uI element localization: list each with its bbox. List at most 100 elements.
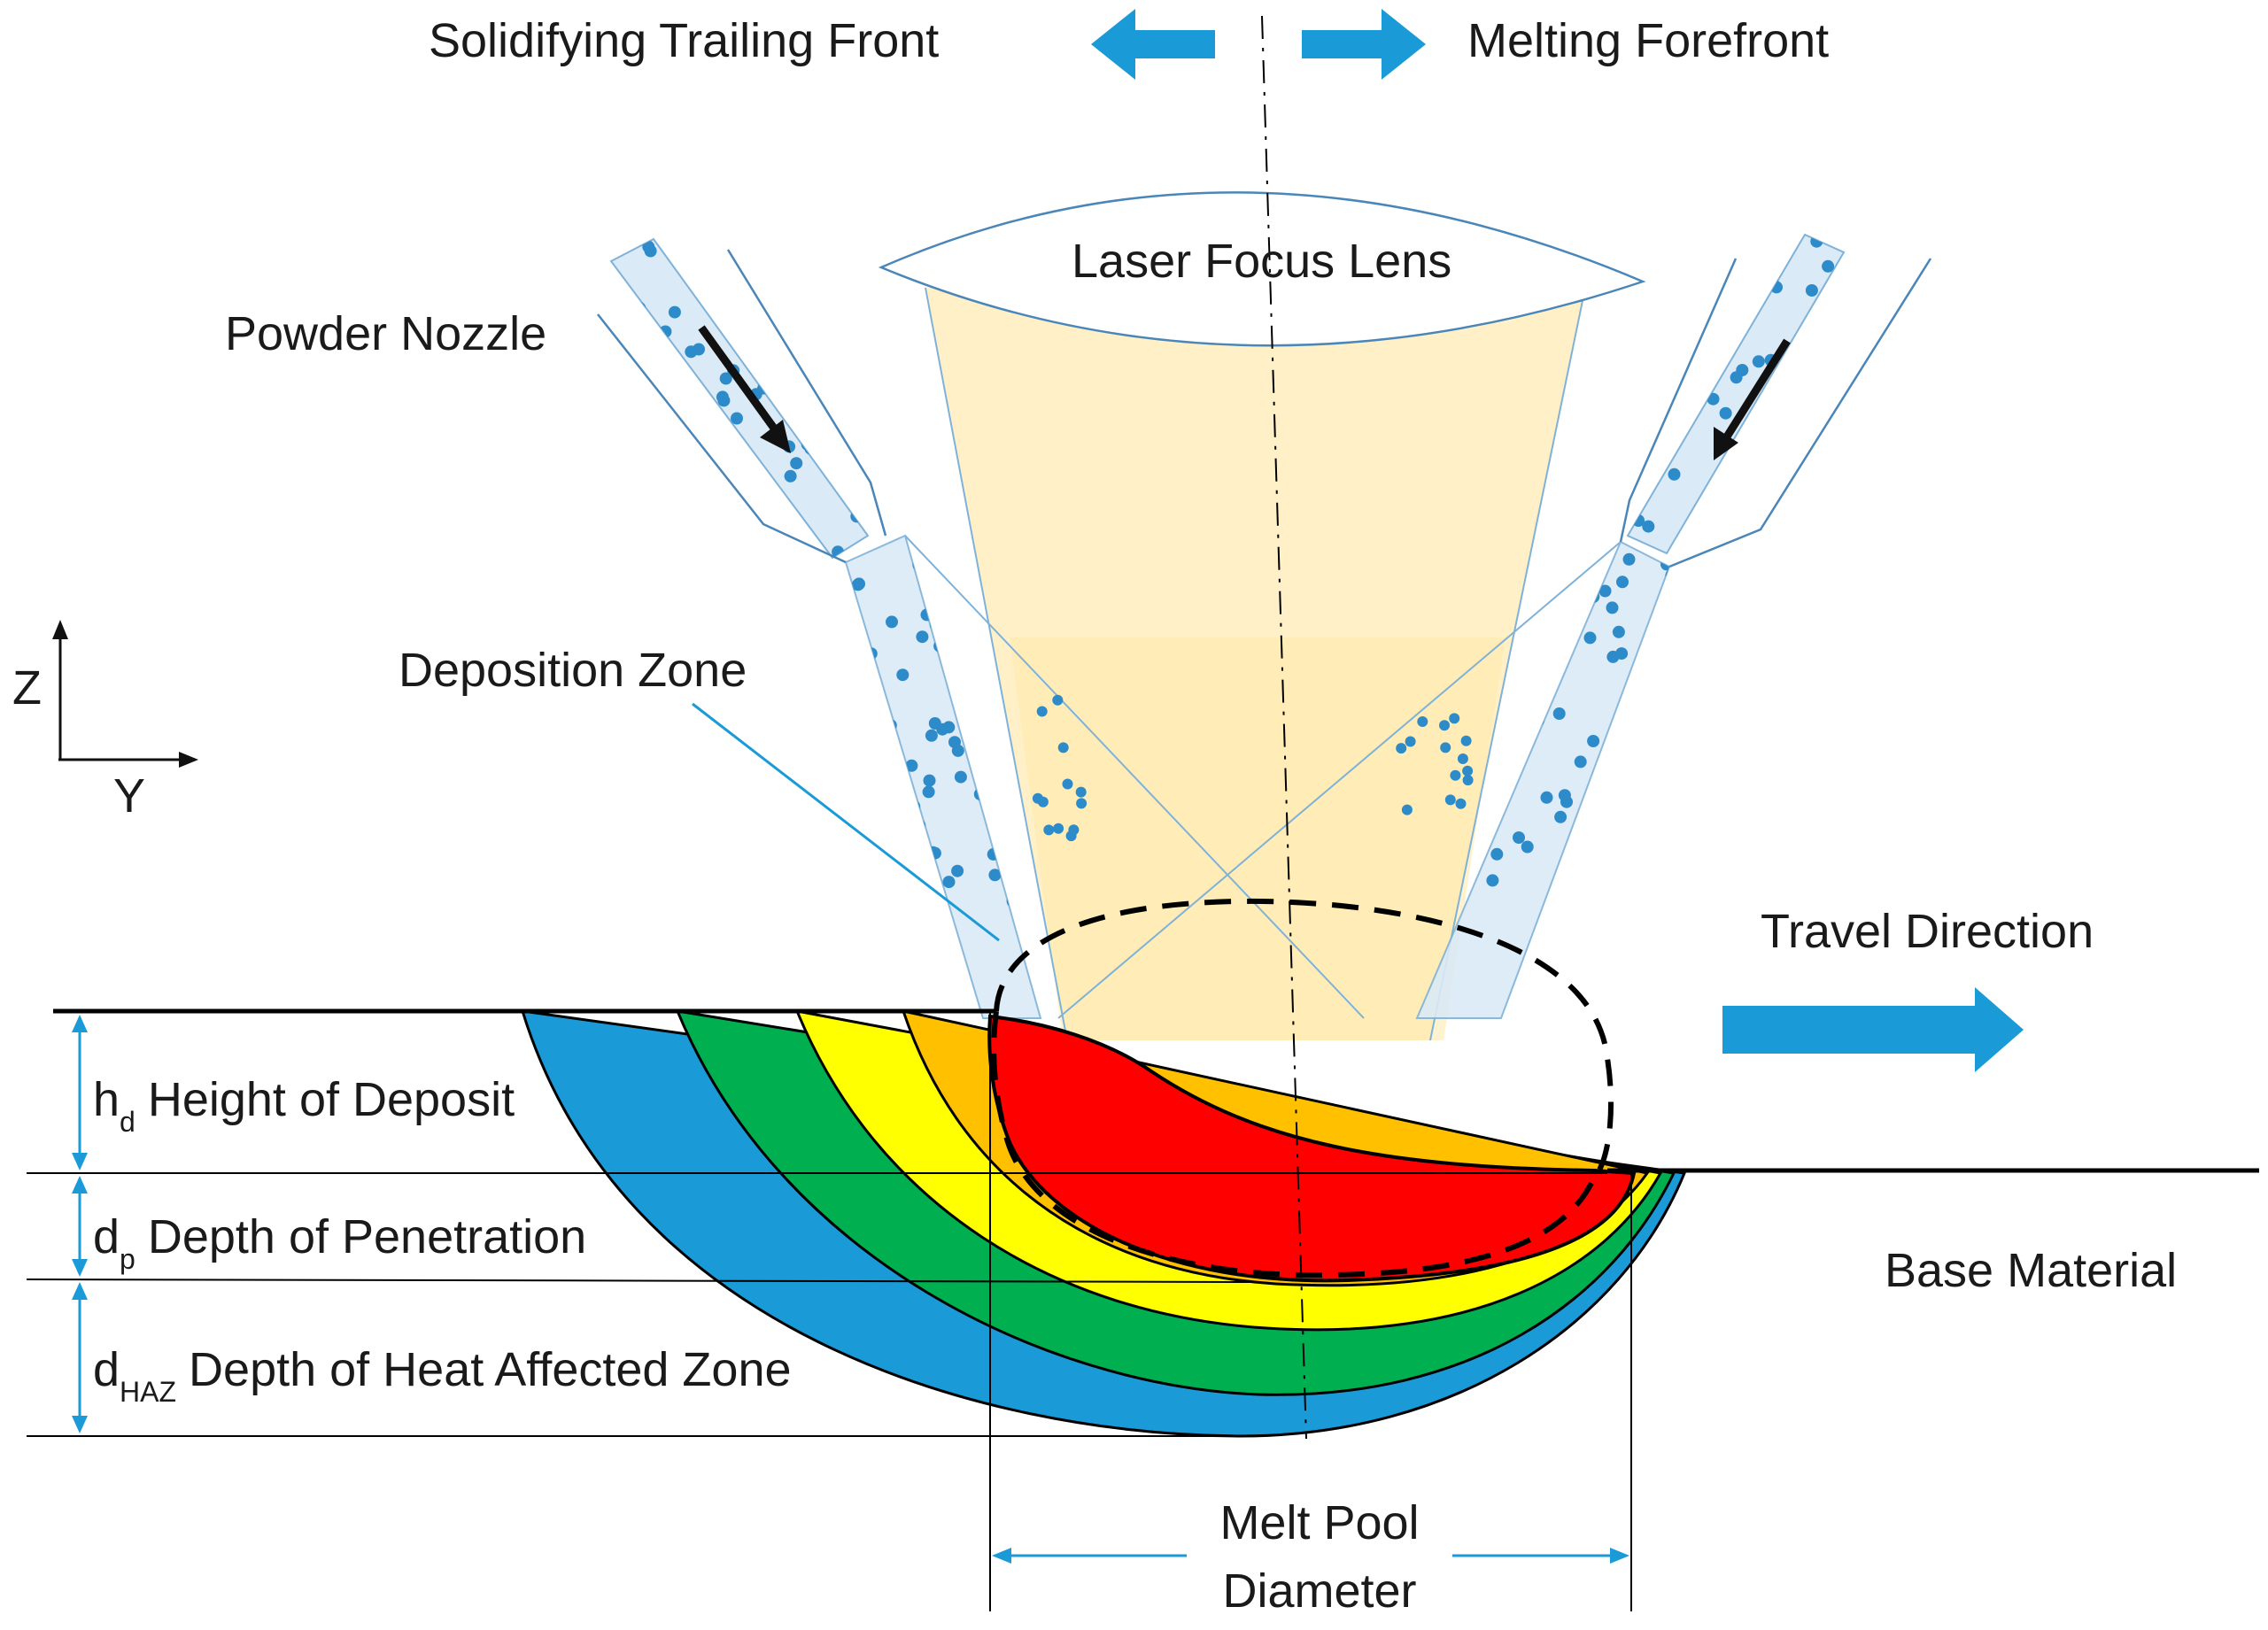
powder-particle	[629, 374, 642, 387]
powder-particle	[945, 545, 958, 558]
base-material-label: Base Material	[1885, 1244, 2177, 1297]
powder-particle	[1606, 601, 1619, 614]
powder-particle	[1750, 542, 1762, 553]
powder-particle	[618, 239, 631, 248]
dim-arrowhead-height-top	[72, 1015, 88, 1032]
deposition-zone-leader	[692, 702, 1000, 942]
powder-particle	[923, 774, 936, 787]
powder-particle	[674, 484, 687, 498]
powder-particle	[659, 325, 672, 338]
powder-particle	[1628, 422, 1634, 436]
axis-z-label: Z	[12, 661, 42, 715]
powder-particle	[1076, 798, 1088, 809]
powder-particle	[747, 239, 761, 249]
powder-particle	[1634, 294, 1647, 307]
powder-particle	[1579, 830, 1592, 844]
powder-particle	[757, 363, 770, 375]
powder-particle	[1001, 753, 1014, 766]
powder-particle	[1612, 625, 1625, 638]
powder-particle	[719, 372, 732, 385]
powder-flow-arrowhead-right	[1714, 427, 1738, 460]
powder-particle	[611, 363, 622, 376]
powder-particle	[870, 821, 883, 834]
powder-particle	[1677, 417, 1691, 430]
powder-particle	[642, 551, 655, 558]
powder-particle	[1799, 360, 1812, 374]
deposition-zone-outline	[991, 898, 1614, 1279]
powder-particle	[884, 719, 897, 732]
powder-particle	[1691, 235, 1703, 248]
powder-particle	[886, 615, 898, 629]
haz-subscript: HAZ	[120, 1376, 176, 1408]
powder-nozzle-right-outer-wall	[1668, 258, 1932, 568]
powder-particle	[854, 691, 866, 704]
powder-particle	[1677, 341, 1691, 354]
dimension-lines	[26, 1015, 1607, 1437]
powder-particle	[1499, 772, 1513, 785]
powder-particle	[1068, 824, 1080, 836]
powder-particle	[1654, 634, 1668, 647]
powder-particle	[895, 877, 909, 891]
powder-particle	[1075, 786, 1087, 798]
powder-particle	[942, 876, 956, 889]
powder-particle	[1702, 536, 1715, 548]
powder-particle	[1665, 568, 1669, 582]
powder-particle	[858, 335, 868, 348]
powder-particle	[929, 583, 942, 596]
powder-particle	[1719, 406, 1732, 420]
haz-text: Depth of Heat Affected Zone	[189, 1343, 791, 1396]
powder-particle	[627, 308, 640, 321]
diameter-arrowhead-left	[992, 1548, 1011, 1564]
travel-direction-label: Travel Direction	[1761, 905, 2094, 958]
powder-nozzle-left-channel	[609, 237, 870, 560]
axis-indicator	[52, 620, 198, 768]
powder-particle	[1818, 361, 1831, 375]
powder-particle	[884, 793, 897, 807]
powder-particle	[846, 616, 851, 629]
laser-beam	[925, 287, 1586, 1041]
powder-particle	[846, 709, 854, 722]
powder-particle	[973, 788, 987, 800]
powder-particle	[1562, 542, 1575, 544]
powder-particle	[1722, 550, 1735, 553]
powder-particle	[1618, 806, 1631, 819]
powder-particle	[928, 846, 941, 860]
powder-particle	[790, 457, 803, 470]
powder-particle	[1676, 344, 1689, 356]
powder-particle	[1625, 787, 1638, 800]
powder-particle	[853, 638, 866, 652]
powder-particle	[1718, 467, 1731, 481]
powder-particle	[1667, 431, 1680, 444]
powder-particle	[1531, 714, 1544, 727]
laser-lens-label: Laser Focus Lens	[1072, 235, 1451, 288]
powder-particle	[670, 479, 683, 492]
powder-particle	[1583, 631, 1597, 645]
powder-particle	[801, 437, 814, 451]
powder-nozzle-label: Powder Nozzle	[225, 307, 546, 360]
powder-particle	[1656, 441, 1669, 454]
powder-particle	[1645, 462, 1658, 475]
powder-particle	[1037, 796, 1049, 807]
powder-particle	[1691, 530, 1705, 544]
powder-particle	[1552, 707, 1566, 720]
height-symbol: h	[93, 1073, 120, 1126]
powder-particle	[1036, 706, 1048, 717]
powder-particle	[928, 536, 941, 539]
powder-particle	[1628, 352, 1636, 366]
powder-nozzle-right-inner-wall	[1619, 258, 1738, 543]
powder-particle	[1715, 349, 1729, 362]
powder-particle	[1439, 720, 1450, 731]
powder-particle	[1693, 362, 1707, 375]
powder-particle	[777, 513, 790, 526]
powder-particle	[847, 620, 860, 633]
powder-particle	[1554, 810, 1567, 823]
powder-particle	[1730, 371, 1743, 384]
dim-arrowhead-haz-top	[72, 1282, 88, 1300]
powder-particle	[1704, 236, 1717, 249]
powder-particle	[898, 829, 911, 842]
melt-pool-layers	[520, 1008, 1687, 1438]
powder-particle	[858, 290, 868, 303]
powder-particle	[960, 548, 973, 561]
